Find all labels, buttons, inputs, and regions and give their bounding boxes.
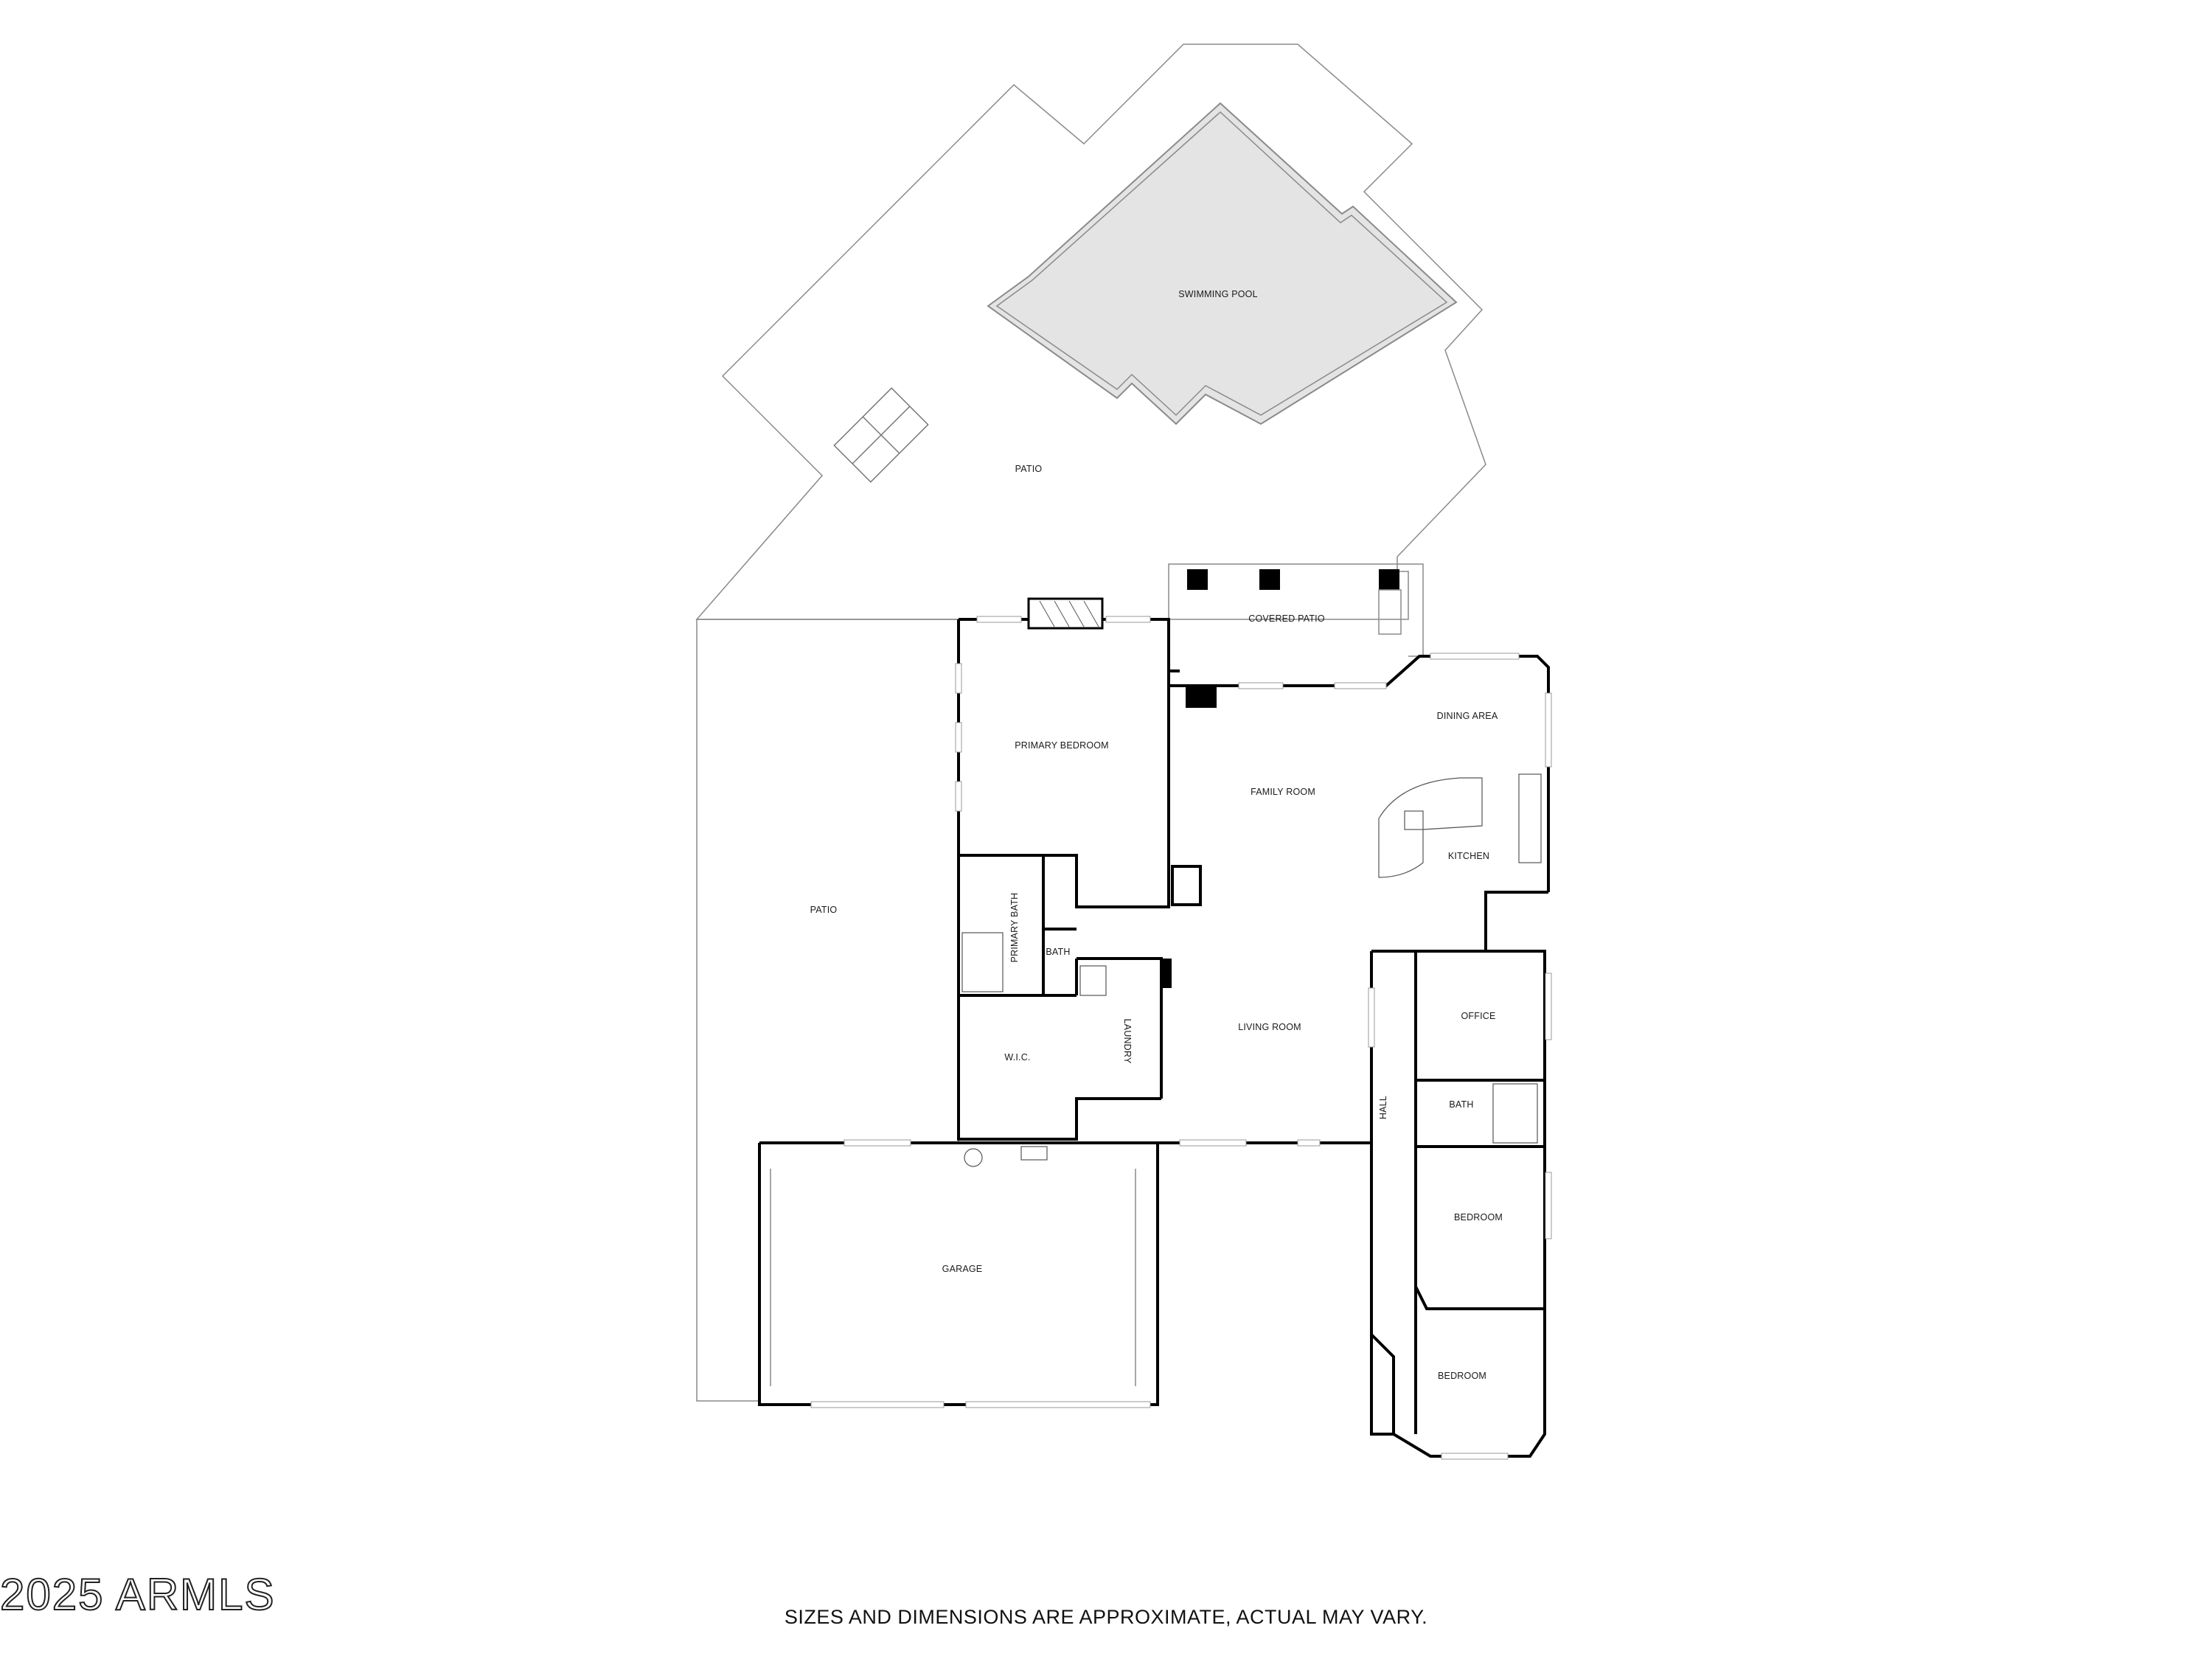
label-dining-area: DINING AREA bbox=[1437, 711, 1498, 721]
label-laundry: LAUNDRY bbox=[1122, 1019, 1133, 1064]
pool-inner-outline bbox=[995, 111, 1448, 417]
room-labels: SWIMMING POOL PATIO COVERED PATIO DINING… bbox=[810, 289, 1503, 1381]
label-primary-bath: PRIMARY BATH bbox=[1009, 893, 1020, 963]
label-living-room: LIVING ROOM bbox=[1238, 1022, 1301, 1032]
label-family-room: FAMILY ROOM bbox=[1251, 787, 1315, 797]
house-walls bbox=[758, 618, 1550, 1458]
water-heater bbox=[964, 1148, 983, 1167]
primary-tub bbox=[961, 932, 1004, 992]
label-bedroom-2: BEDROOM bbox=[1438, 1371, 1486, 1381]
patio-grid-feature bbox=[833, 387, 929, 483]
label-office: OFFICE bbox=[1461, 1011, 1495, 1021]
left-patio-outline bbox=[696, 619, 959, 1402]
hall-tub bbox=[1492, 1083, 1538, 1144]
swimming-pool bbox=[987, 102, 1458, 425]
garage-utility bbox=[1020, 1146, 1048, 1161]
label-patio-upper: PATIO bbox=[1015, 464, 1043, 474]
upper-patio-outline bbox=[695, 44, 1486, 620]
label-swimming-pool: SWIMMING POOL bbox=[1178, 289, 1257, 299]
covered-patio bbox=[1168, 563, 1424, 671]
label-patio-left: PATIO bbox=[810, 905, 838, 915]
copyright-watermark: 2025 ARMLS bbox=[0, 1569, 276, 1620]
label-kitchen: KITCHEN bbox=[1448, 851, 1489, 861]
fireplace bbox=[1027, 597, 1104, 630]
kitchen-counter bbox=[1518, 773, 1542, 863]
label-bedroom-1: BEDROOM bbox=[1454, 1212, 1503, 1222]
label-bath-hall: BATH bbox=[1449, 1099, 1473, 1110]
label-garage: GARAGE bbox=[942, 1264, 983, 1274]
label-bath-small: BATH bbox=[1046, 947, 1070, 957]
windows bbox=[810, 616, 1552, 1460]
label-covered-patio: COVERED PATIO bbox=[1248, 613, 1325, 624]
label-primary-bedroom: PRIMARY BEDROOM bbox=[1015, 740, 1109, 751]
kitchen-sink bbox=[1404, 810, 1424, 830]
kitchen-island bbox=[1378, 777, 1483, 878]
label-hall: HALL bbox=[1378, 1096, 1388, 1119]
disclaimer-text: SIZES AND DIMENSIONS ARE APPROXIMATE, AC… bbox=[784, 1606, 1428, 1628]
laundry-washer bbox=[1079, 965, 1107, 996]
label-wic: W.I.C. bbox=[1004, 1052, 1030, 1062]
